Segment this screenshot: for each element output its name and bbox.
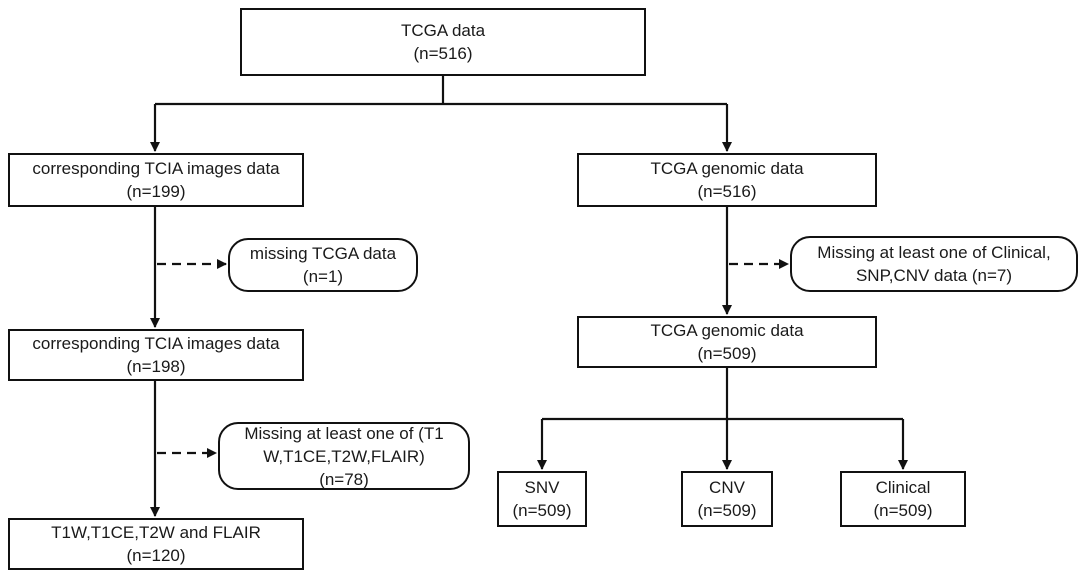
tcga-data-title: TCGA data	[400, 21, 486, 40]
snv-box: SNV (n=509)	[497, 471, 587, 527]
missing-sequences-box: Missing at least one of (T1 W,T1CE,T2W,F…	[218, 422, 470, 490]
cnv-box: CNV (n=509)	[681, 471, 773, 527]
missing-tcga-count: (n=1)	[302, 267, 344, 286]
clinical-title: Clinical	[875, 478, 931, 497]
tcia-images-2-title: corresponding TCIA images data	[32, 334, 280, 353]
tcia-images-1-count: (n=199)	[126, 182, 186, 201]
tcia-images-1-title: corresponding TCIA images data	[32, 159, 280, 178]
tcga-genomic-2-title: TCGA genomic data	[650, 321, 804, 340]
missing-clinical-line1: Missing at least one of Clinical,	[817, 243, 1051, 262]
missing-tcga-box: missing TCGA data (n=1)	[228, 238, 418, 292]
cnv-count: (n=509)	[697, 501, 757, 520]
all-sequences-box: T1W,T1CE,T2W and FLAIR (n=120)	[8, 518, 304, 570]
tcga-data-box: TCGA data (n=516)	[240, 8, 646, 76]
tcia-images-2-count: (n=198)	[126, 357, 186, 376]
clinical-count: (n=509)	[873, 501, 933, 520]
cnv-title: CNV	[709, 478, 745, 497]
missing-sequences-count: (n=78)	[319, 469, 369, 489]
tcga-genomic-1-title: TCGA genomic data	[650, 159, 804, 178]
missing-sequences-line1: Missing at least one of (T1	[244, 423, 444, 443]
snv-count: (n=509)	[512, 501, 572, 520]
tcga-genomic-box-2: TCGA genomic data (n=509)	[577, 316, 877, 368]
missing-clinical-box: Missing at least one of Clinical, SNP,CN…	[790, 236, 1078, 292]
missing-clinical-line2: SNP,CNV data (n=7)	[855, 266, 1013, 285]
missing-tcga-title: missing TCGA data	[249, 244, 397, 263]
clinical-box: Clinical (n=509)	[840, 471, 966, 527]
missing-sequences-line2: W,T1CE,T2W,FLAIR)	[263, 446, 425, 466]
tcga-genomic-1-count: (n=516)	[697, 182, 757, 201]
tcia-images-box-2: corresponding TCIA images data (n=198)	[8, 329, 304, 381]
tcga-genomic-box-1: TCGA genomic data (n=516)	[577, 153, 877, 207]
all-sequences-count: (n=120)	[126, 546, 186, 565]
tcga-data-count: (n=516)	[413, 44, 473, 63]
tcga-genomic-2-count: (n=509)	[697, 344, 757, 363]
all-sequences-title: T1W,T1CE,T2W and FLAIR	[51, 523, 261, 542]
snv-title: SNV	[524, 478, 560, 497]
tcia-images-box-1: corresponding TCIA images data (n=199)	[8, 153, 304, 207]
